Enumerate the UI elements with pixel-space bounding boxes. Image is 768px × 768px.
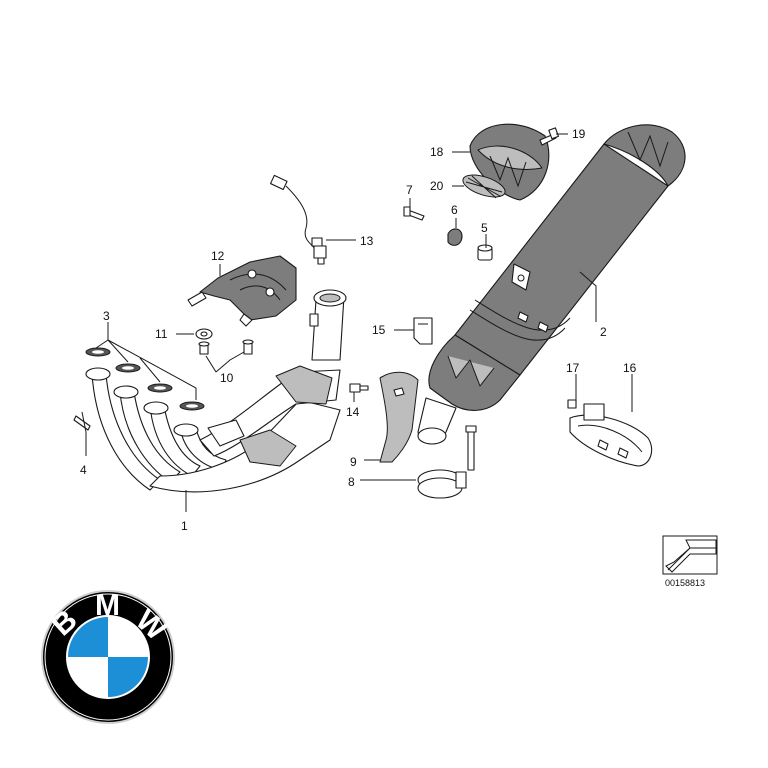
clamp-8 [417, 425, 477, 499]
oxygen-sensor [269, 174, 327, 265]
callout-13: 13 [360, 234, 374, 248]
screw-17 [567, 399, 577, 409]
stud-4 [73, 411, 91, 433]
screw-14 [349, 383, 369, 393]
view-direction-arrow-icon [662, 535, 718, 575]
screw-19 [539, 127, 560, 146]
bmw-logo: B M W [41, 589, 175, 724]
callout-3: 3 [103, 309, 110, 323]
callout-14: 14 [346, 405, 360, 419]
callout-7: 7 [406, 183, 413, 197]
washer-11 [195, 328, 213, 340]
callout-2: 2 [600, 325, 607, 339]
heat-protection [379, 371, 419, 463]
reference-number: 00158813 [665, 578, 705, 588]
muffler [417, 124, 686, 445]
callout-6: 6 [451, 203, 458, 217]
rubber-mount-6 [447, 228, 463, 246]
callout-19: 19 [572, 127, 586, 141]
tail-screen [462, 174, 506, 199]
callout-11: 11 [155, 327, 168, 341]
logo-letter-m: M [95, 589, 120, 622]
callout-8: 8 [348, 475, 355, 489]
sleeve-5 [477, 244, 493, 261]
bracket-15 [413, 317, 433, 345]
callout-16: 16 [623, 361, 637, 375]
callout-4: 4 [80, 463, 87, 477]
callout-labels: 1 2 3 4 5 6 7 8 9 10 11 12 13 14 15 16 1… [80, 127, 637, 533]
callout-17: 17 [566, 361, 580, 375]
screws-10 [198, 339, 254, 355]
exhaust-headers [85, 289, 347, 493]
callout-9: 9 [350, 455, 357, 469]
screw-7 [403, 206, 425, 221]
strap-16 [569, 403, 653, 467]
callout-18: 18 [430, 145, 444, 159]
gaskets [85, 347, 205, 411]
callout-10: 10 [220, 371, 234, 385]
callout-15: 15 [372, 323, 386, 337]
callout-1: 1 [181, 519, 188, 533]
callout-20: 20 [430, 179, 444, 193]
callout-5: 5 [481, 221, 488, 235]
heat-shield [187, 255, 297, 327]
callout-12: 12 [211, 249, 225, 263]
leader-lines [85, 133, 633, 512]
